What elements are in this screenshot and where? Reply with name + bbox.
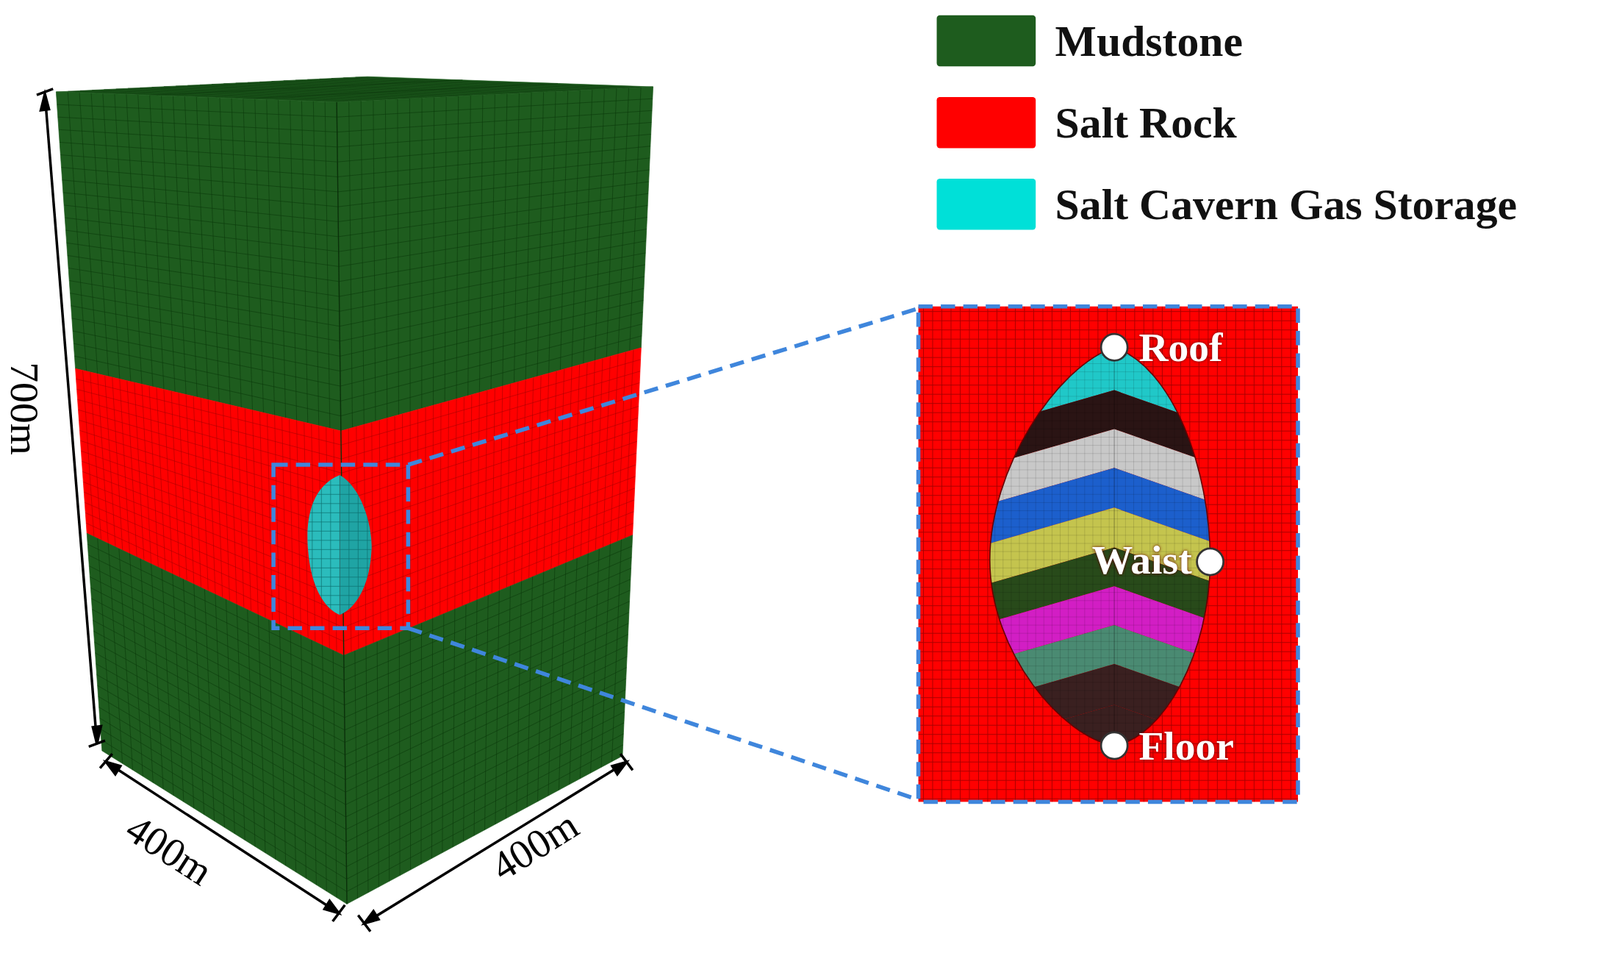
label-holder: Roof [1138,323,1223,372]
legend-text: Salt Cavern Gas Storage [1055,180,1517,228]
label-holder: 400m [117,804,222,896]
mesh-block [55,76,653,904]
legend-swatch [937,178,1037,230]
cavern-stripes [979,306,1225,856]
point-label: Roof [1138,324,1223,371]
cavern-small [306,471,375,617]
legend-text: Mudstone [1055,16,1243,65]
legend-text: Salt Rock [1055,98,1237,147]
monitor-point [1100,732,1128,759]
legend-row: Salt Rock [1055,97,1237,148]
cavern-mesh [306,471,375,617]
label-holder: Floor [1138,720,1234,769]
mesh-lines [87,537,347,898]
mesh-face [343,535,633,904]
mesh-face [86,532,347,904]
cavern-half [339,474,372,615]
point-label: Waist [1092,536,1193,583]
label-holder: 700m [0,361,49,455]
legend-row: Mudstone [1055,16,1243,67]
cavern-outline [989,346,1211,746]
zoom-panel [918,306,1298,856]
monitor-point [1197,548,1224,575]
legend-swatch [937,97,1037,148]
stripe [979,507,1225,586]
dimension-label: 400m [117,804,221,894]
monitor-point [1100,333,1128,361]
mesh-lines [979,336,1225,756]
dimension-lines [36,88,633,932]
mesh-lines [306,471,375,617]
point-label: Floor [1138,722,1234,769]
mesh-lines [343,539,633,899]
zoom-lines [273,306,1298,802]
legend-row: Salt Cavern Gas Storage [1055,179,1517,230]
label-holder: Waist [1092,535,1193,584]
dimension-label: 700m [1,361,48,455]
legend-swatch [937,15,1037,67]
